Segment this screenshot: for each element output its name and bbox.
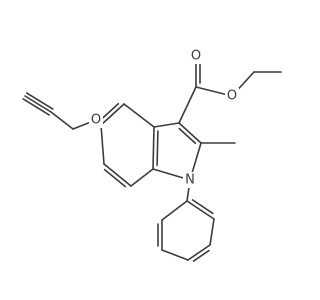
bond-layer [22, 55, 282, 262]
atom-label-o-ether: O [91, 113, 101, 128]
bond-ph6-ph1 [161, 200, 188, 221]
bond-c3-c2-second [178, 127, 197, 145]
bond-cp2-cp3-3 [22, 98, 50, 116]
bond-c3-cc [178, 86, 197, 124]
bond-c3a-c4 [123, 103, 155, 128]
bond-cp2-cp3-2 [26, 92, 54, 110]
bond-c6-c7-second [103, 168, 127, 188]
bond-ph1-ph2-second [191, 199, 214, 215]
bond-ph4-ph5 [161, 249, 189, 261]
atom-o-ester: O [225, 88, 239, 104]
atom-o-ether: O [89, 112, 103, 128]
bond-c3a-c7a [152, 126, 155, 170]
bond-ph2-ph3 [209, 218, 215, 246]
bond-ph3-ph4-second [192, 249, 210, 262]
bond-c6-c7 [103, 163, 132, 187]
bond-ph3-ph4 [187, 244, 211, 261]
bond-c3-c3a [153, 122, 180, 128]
bond-ph1-ph2 [186, 200, 215, 220]
atom-n-indole: N [183, 172, 198, 188]
atom-label-n-indole: N [185, 173, 195, 188]
bond-c4-c5-second [100, 102, 120, 121]
bond-c3-c2 [178, 122, 202, 144]
atom-label-o-carbonyl: O [191, 49, 201, 64]
bond-c7-c7a [130, 168, 154, 187]
bond-c3a-c7a-second [156, 130, 159, 166]
bond-c5-c6 [100, 124, 105, 165]
bond-cp2-cp3 [24, 95, 52, 113]
atom-label-layer: O O O N [89, 48, 239, 188]
bond-c4-c5 [100, 103, 125, 126]
bond-cp1-cp2 [50, 111, 74, 130]
atom-o-carbonyl: O [189, 48, 203, 64]
molecule-structure: O O O N [22, 48, 282, 262]
atom-label-o-ester: O [227, 89, 237, 104]
